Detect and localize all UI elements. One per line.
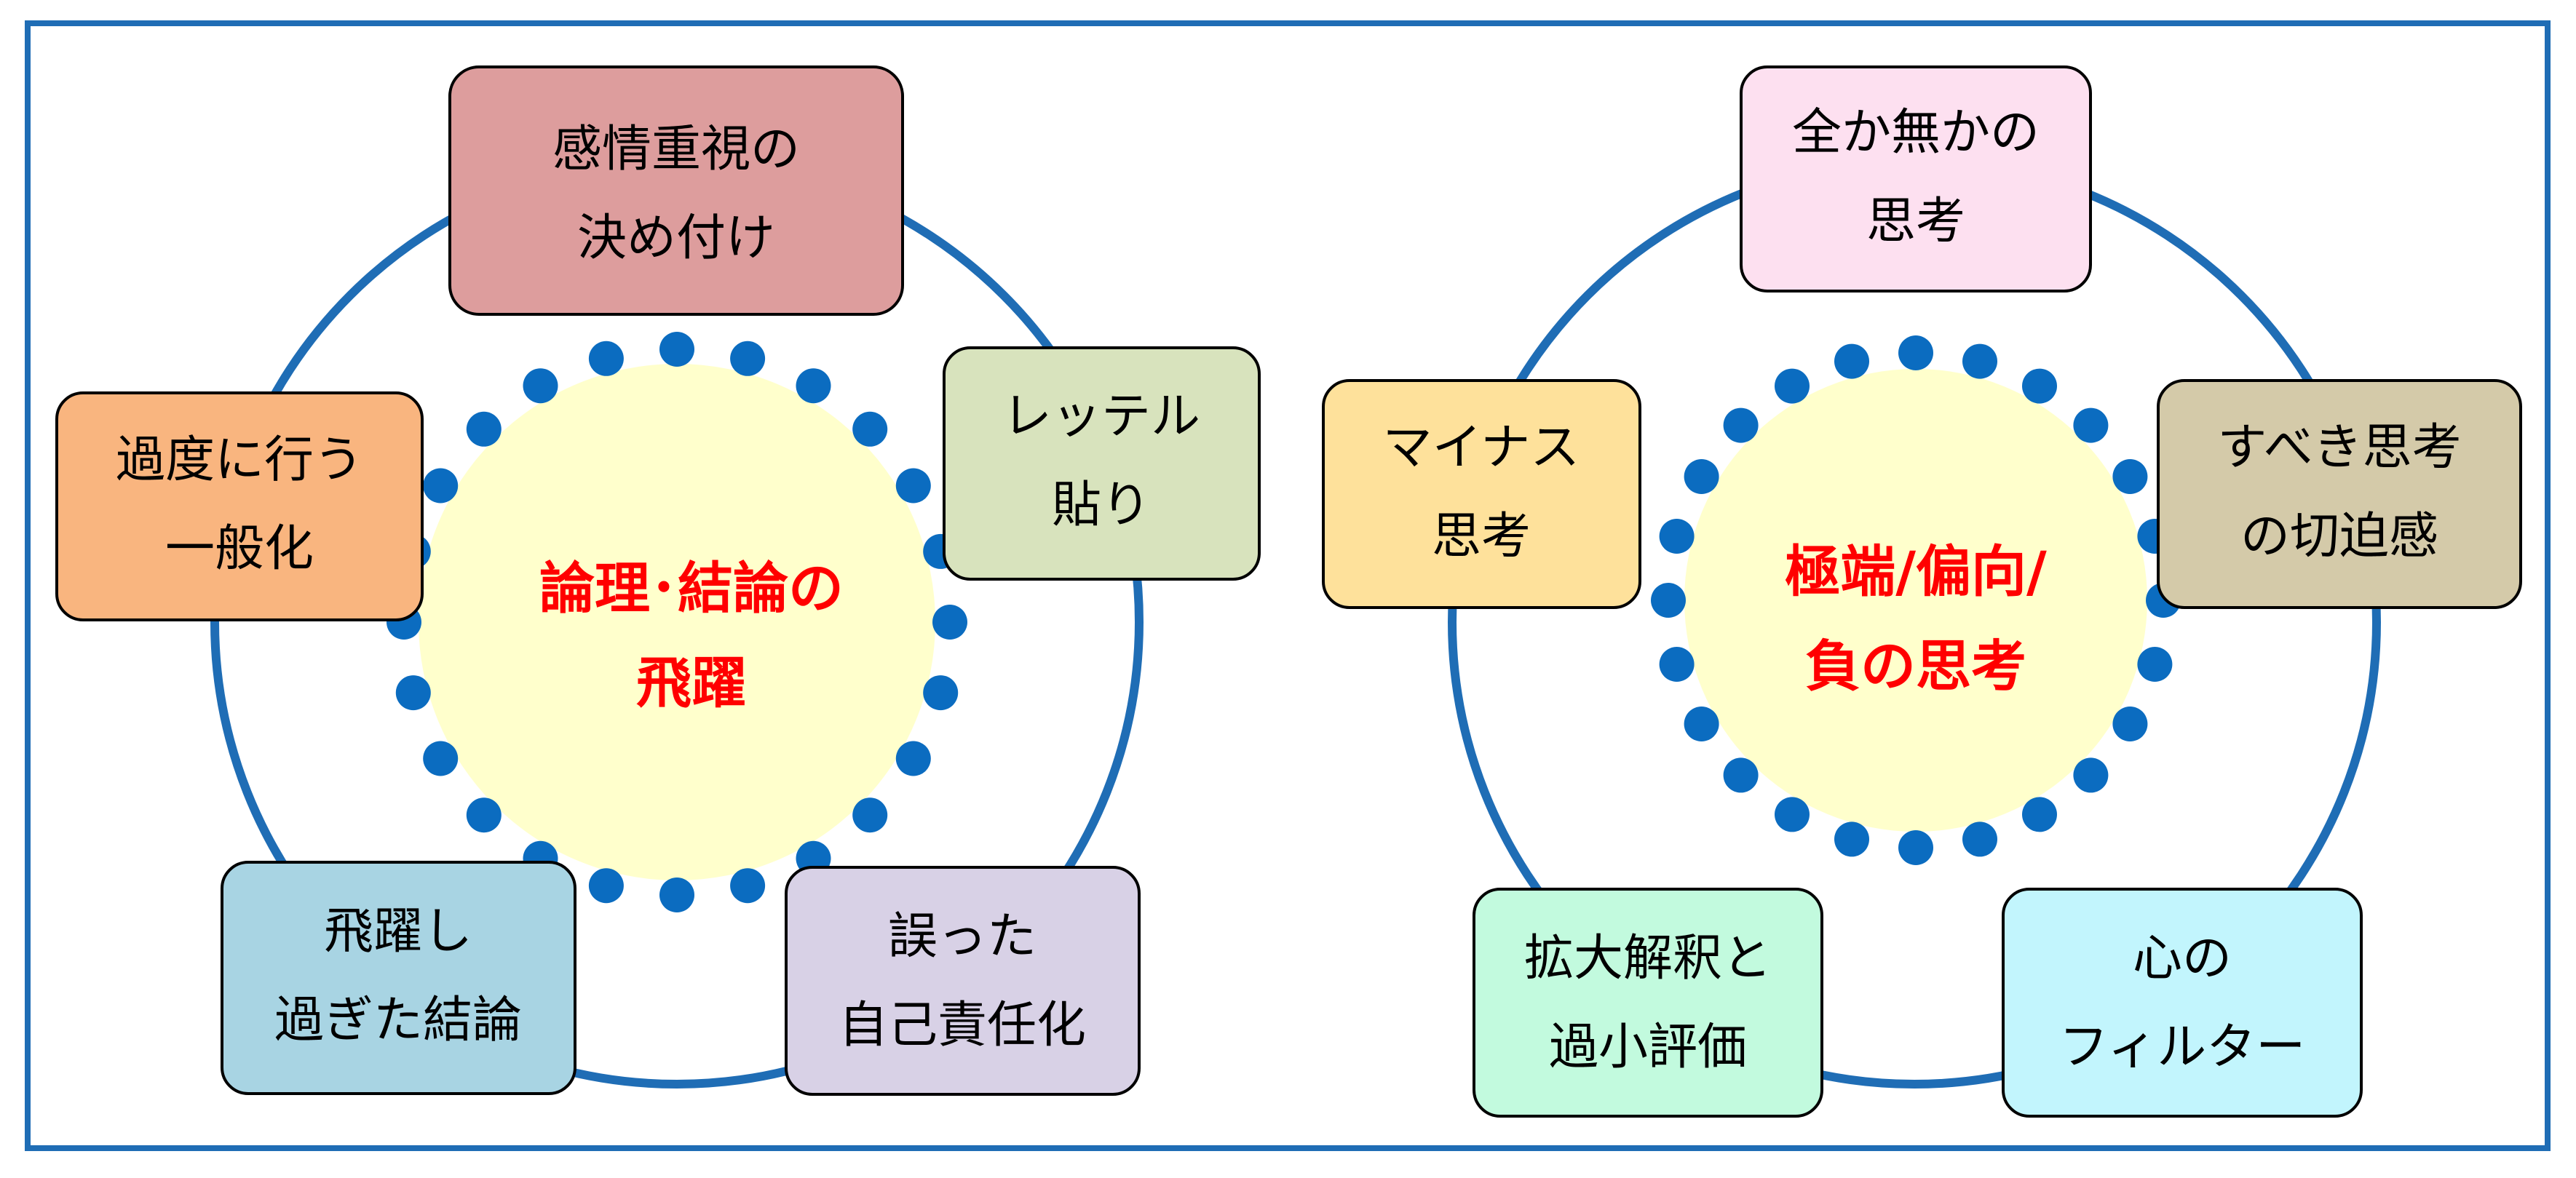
node-label-line1: 拡大解釈と: [1524, 930, 1772, 987]
right-border-dot: [1723, 407, 1759, 443]
node-label-line1: 感情重視の: [552, 121, 800, 178]
left-border-dot: [395, 675, 431, 711]
node-label-line2: 過小評価: [1549, 1019, 1747, 1076]
left-border-dot: [796, 368, 831, 404]
right-dotted-border: [1651, 335, 2181, 865]
left-border-dot: [932, 605, 967, 640]
node-jumping-to-conclusions: 飛躍し 過ぎた結論: [221, 861, 576, 1095]
right-border-dot: [2112, 459, 2148, 494]
left-border-dot: [588, 341, 624, 376]
right-center-line2: 負の思考: [1805, 634, 2026, 699]
left-border-dot: [423, 468, 459, 504]
node-label-line1: レッテル: [1002, 388, 1200, 445]
right-border-dot: [1659, 647, 1695, 682]
node-label-line1: 誤った: [888, 908, 1037, 966]
left-center-line1: 論理･結論の: [539, 556, 844, 621]
right-border-dot: [2073, 757, 2109, 793]
left-border-dot: [895, 741, 931, 776]
left-border-dot: [423, 741, 459, 776]
left-center-line2: 飛躍: [636, 650, 747, 715]
node-mental-filter: 心の フィルター: [2002, 888, 2363, 1118]
right-border-dot: [1659, 519, 1695, 554]
left-center-circle: [419, 364, 935, 880]
right-border-dot: [1775, 797, 1810, 832]
right-border-dot: [2137, 647, 2173, 682]
left-border-dot: [523, 368, 558, 404]
right-border-dot: [1834, 343, 1869, 379]
node-label-line2: 自己責任化: [839, 997, 1086, 1054]
node-overgeneralization: 過度に行う 一般化: [55, 391, 424, 621]
right-border-dot: [2073, 407, 2109, 443]
left-border-dot: [852, 797, 888, 833]
right-border-dot: [1898, 335, 1933, 370]
left-center-label: 論理･結論の 飛躍: [539, 556, 844, 715]
left-border-dot: [730, 868, 766, 904]
node-label-line2: 思考: [1866, 193, 1965, 250]
right-border-dot: [1684, 707, 1719, 741]
node-label-line1: マイナス: [1383, 419, 1580, 477]
node-emotional-judgment: 感情重視の 決め付け: [448, 65, 904, 316]
left-border-dot: [852, 411, 888, 447]
left-border-dot: [659, 877, 694, 912]
right-center-label: 極端/偏向/ 負の思考: [1785, 539, 2047, 699]
right-border-dot: [1898, 830, 1933, 865]
node-label-line2: 過ぎた結論: [274, 992, 522, 1049]
node-label-line2: の切迫感: [2240, 508, 2438, 565]
left-border-dot: [895, 468, 931, 504]
right-center-circle: [1684, 369, 2147, 832]
left-border-dot: [730, 341, 766, 376]
right-border-dot: [1775, 368, 1810, 404]
right-border-dot: [1723, 757, 1759, 793]
node-label-line1: 飛躍し: [324, 903, 472, 960]
node-labeling: レッテル 貼り: [943, 346, 1261, 581]
right-border-dot: [1651, 583, 1686, 618]
node-label-line2: 一般化: [165, 520, 314, 578]
node-label-line2: フィルター: [2059, 1019, 2306, 1076]
left-diagram: 論理･結論の 飛躍 感情重視の 決め付け レッテル 貼り 誤った 自己責任化 飛…: [55, 65, 1261, 1096]
node-label-line1: すべき思考: [2217, 419, 2461, 477]
node-label-line2: 思考: [1432, 508, 1531, 565]
node-all-or-nothing: 全か無かの 思考: [1740, 65, 2092, 292]
right-border-dot: [1962, 821, 1997, 857]
right-diagram: 極端/偏向/ 負の思考 全か無かの 思考 すべき思考 の切迫感 心の フィルター…: [1322, 65, 2522, 1118]
right-border-dot: [1684, 459, 1719, 494]
node-magnification-minimization: 拡大解釈と 過小評価: [1473, 888, 1823, 1118]
left-border-dot: [923, 675, 959, 711]
left-border-dot: [466, 797, 502, 833]
left-border-dot: [588, 868, 624, 904]
node-false-self-blame: 誤った 自己責任化: [785, 866, 1141, 1096]
node-label-line1: 過度に行う: [116, 431, 363, 489]
right-border-dot: [2112, 707, 2148, 741]
left-border-dot: [466, 411, 502, 447]
right-border-dot: [1962, 343, 1997, 379]
right-border-dot: [1834, 821, 1869, 857]
node-negative-thinking: マイナス 思考: [1322, 379, 1641, 609]
left-border-dot: [659, 332, 694, 367]
node-label-line2: 決め付け: [577, 210, 775, 267]
right-center-line1: 極端/偏向/: [1785, 539, 2047, 604]
node-label-line2: 貼り: [1052, 477, 1151, 534]
right-border-dot: [2022, 368, 2057, 404]
node-label-line1: 全か無かの: [1792, 104, 2040, 162]
right-border-dot: [2022, 797, 2057, 832]
node-should-statements: すべき思考 の切迫感: [2157, 379, 2522, 609]
node-label-line1: 心の: [2133, 930, 2232, 987]
